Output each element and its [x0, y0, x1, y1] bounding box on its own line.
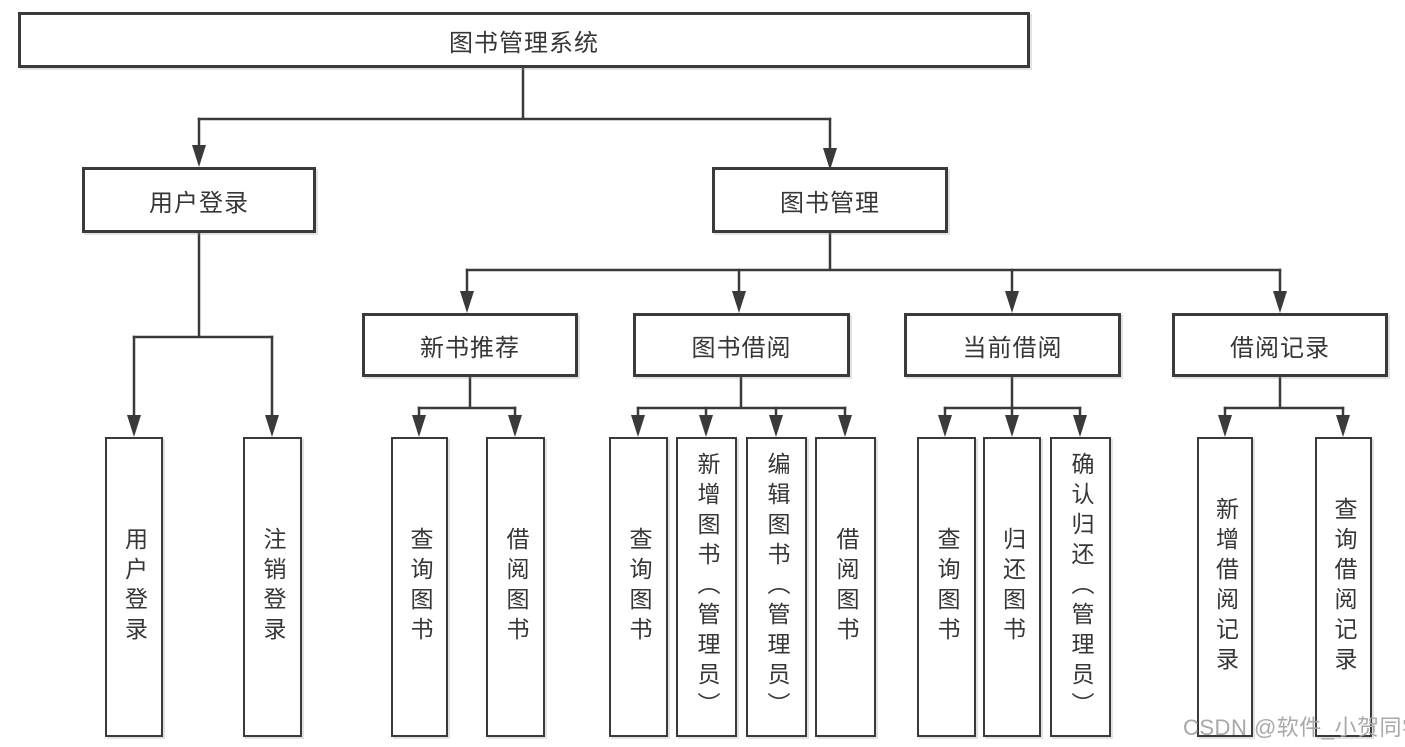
- node-root-library-management-system: 图书管理系统: [18, 12, 1030, 68]
- node-label: 借阅图书: [833, 527, 859, 647]
- node-label: 查询借阅记录: [1331, 497, 1357, 677]
- node-new-book-recommendation: 新书推荐: [362, 313, 578, 377]
- leaf-query-books-current: 查询图书: [917, 437, 976, 737]
- leaf-query-borrow-record: 查询借阅记录: [1315, 437, 1372, 737]
- node-book-management: 图书管理: [712, 167, 948, 233]
- node-label: 新增图书（管理员）: [694, 452, 720, 722]
- leaf-query-books-recommend: 查询图书: [391, 437, 448, 737]
- node-label: 编辑图书（管理员）: [764, 452, 790, 722]
- arrowheads: [127, 145, 1350, 437]
- node-label: 查询图书: [407, 527, 433, 647]
- csdn-watermark: CSDN @软件_小贺同学: [1183, 715, 1405, 740]
- node-label: 图书管理: [780, 189, 880, 217]
- leaf-borrow-books-recommend: 借阅图书: [486, 437, 545, 737]
- node-label: 当前借阅: [962, 334, 1063, 362]
- node-user-login: 用户登录: [82, 167, 316, 233]
- node-label: 借阅记录: [1230, 334, 1330, 362]
- node-label: 图书管理系统: [449, 29, 599, 57]
- node-label: 新书推荐: [420, 334, 520, 362]
- leaf-borrow-books: 借阅图书: [815, 437, 876, 737]
- leaf-query-books-borrow: 查询图书: [609, 437, 668, 737]
- node-label: 注销登录: [260, 527, 286, 647]
- leaf-edit-books-admin: 编辑图书（管理员）: [746, 437, 807, 737]
- node-label: 新增借阅记录: [1212, 497, 1239, 677]
- node-borrowing-records: 借阅记录: [1172, 313, 1388, 377]
- node-book-borrowing: 图书借阅: [633, 313, 850, 377]
- node-label: 用户登录: [121, 527, 148, 647]
- leaf-add-books-admin: 新增图书（管理员）: [676, 437, 737, 737]
- node-label: 归还图书: [999, 527, 1026, 647]
- leaf-confirm-return-admin: 确认归还（管理员）: [1050, 437, 1111, 737]
- node-label: 确认归还（管理员）: [1068, 452, 1094, 722]
- leaf-logout: 注销登录: [243, 437, 302, 737]
- leaf-user-login: 用户登录: [105, 437, 163, 737]
- node-label: 查询图书: [934, 527, 960, 647]
- node-current-borrowing: 当前借阅: [904, 313, 1121, 377]
- leaf-return-books: 归还图书: [983, 437, 1041, 737]
- node-label: 查询图书: [626, 527, 652, 647]
- node-label: 图书借阅: [691, 334, 792, 362]
- leaf-add-borrow-record: 新增借阅记录: [1197, 437, 1253, 737]
- node-label: 借阅图书: [503, 527, 529, 647]
- node-label: 用户登录: [149, 189, 249, 217]
